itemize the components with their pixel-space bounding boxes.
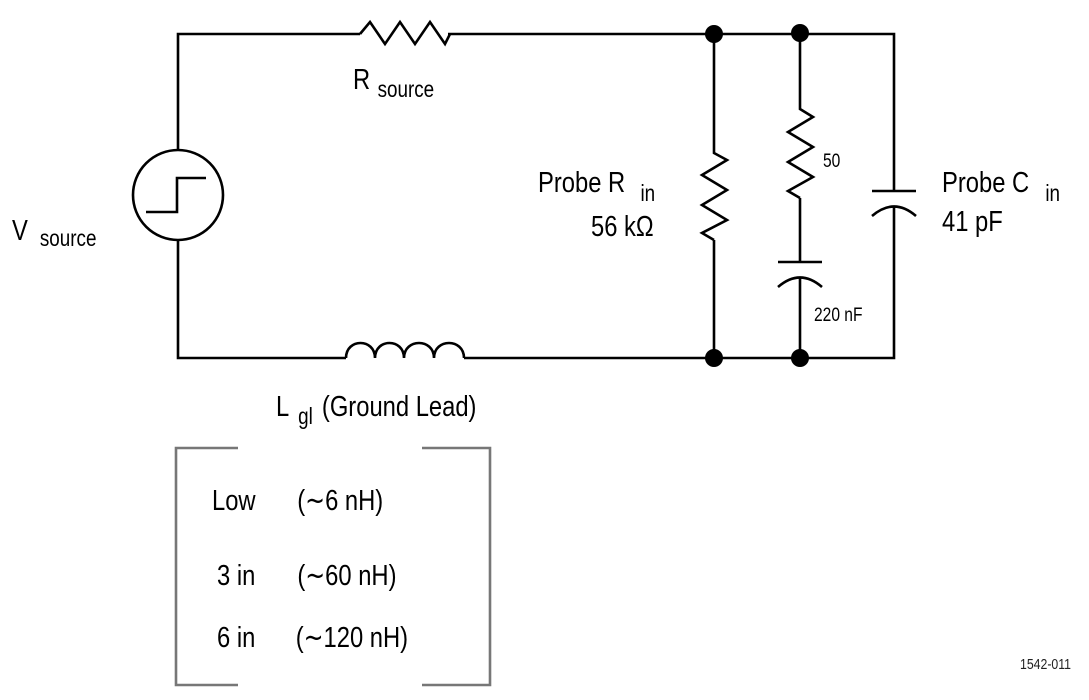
svg-text:Probe R: Probe R <box>538 166 625 199</box>
junction-node <box>791 24 809 42</box>
probe-cin-value: 41 pF <box>942 205 1003 238</box>
ground-lead-option-row: Low (∼6 nH) <box>212 484 383 517</box>
r50-value: 50 <box>823 150 840 172</box>
inductor-icon <box>344 341 466 359</box>
svg-text:Probe C: Probe C <box>942 166 1029 199</box>
svg-text:220 nF: 220 nF <box>814 304 862 326</box>
svg-text:gl: gl <box>298 404 313 429</box>
bracket-left <box>174 446 238 687</box>
ground-lead-label: L gl (Ground Lead) <box>276 390 476 430</box>
wire-top-right <box>448 32 896 191</box>
wires <box>176 32 896 360</box>
svg-text:(∼60 nH): (∼60 nH) <box>297 559 396 592</box>
wire-left-bottom <box>176 240 346 360</box>
svg-text:(∼120 nH): (∼120 nH) <box>296 621 408 654</box>
svg-text:V: V <box>12 214 28 247</box>
wire-bottom-right <box>464 206 896 360</box>
svg-text:3 in: 3 in <box>217 559 255 592</box>
svg-text:in: in <box>1045 181 1060 206</box>
svg-text:L: L <box>276 390 289 423</box>
svg-text:1542-011: 1542-011 <box>1020 656 1071 672</box>
svg-text:56 kΩ: 56 kΩ <box>591 210 654 243</box>
probe-rin-resistor-icon <box>699 151 730 242</box>
svg-text:source: source <box>378 77 435 102</box>
probe-rin-value: 56 kΩ <box>591 210 654 243</box>
r-source-label: R source <box>353 63 434 103</box>
ground-lead-option-row: 6 in (∼120 nH) <box>217 621 408 654</box>
svg-text:source: source <box>40 226 97 251</box>
ground-lead-options-box <box>174 446 492 687</box>
svg-text:6 in: 6 in <box>217 621 255 654</box>
svg-text:in: in <box>641 181 656 206</box>
junction-node <box>791 349 809 367</box>
r-source-resistor-icon <box>359 19 452 47</box>
svg-text:R: R <box>353 63 370 96</box>
wire-left-top <box>176 32 360 150</box>
svg-text:(Ground Lead): (Ground Lead) <box>322 390 477 423</box>
v-source-label: V source <box>12 214 96 252</box>
junction-node <box>705 349 723 367</box>
svg-text:41 pF: 41 pF <box>942 205 1003 238</box>
probe-cin-label: Probe C in <box>942 166 1060 207</box>
figure-id: 1542-011 <box>1020 656 1071 672</box>
svg-text:50: 50 <box>823 150 840 172</box>
ground-lead-option-row: 3 in (∼60 nH) <box>217 559 397 592</box>
probe-cin-capacitor-icon <box>871 189 917 217</box>
svg-text:(∼6 nH): (∼6 nH) <box>297 484 383 517</box>
svg-text:Low: Low <box>212 484 256 517</box>
bracket-right <box>422 446 492 687</box>
probe-rin-label: Probe R in <box>538 166 655 207</box>
junction-node <box>705 25 723 43</box>
step-voltage-source-icon <box>131 148 225 242</box>
junction-nodes <box>705 24 809 367</box>
c220-capacitor-icon <box>777 260 823 288</box>
r50-resistor-icon <box>785 107 816 200</box>
c220-value: 220 nF <box>814 304 862 326</box>
